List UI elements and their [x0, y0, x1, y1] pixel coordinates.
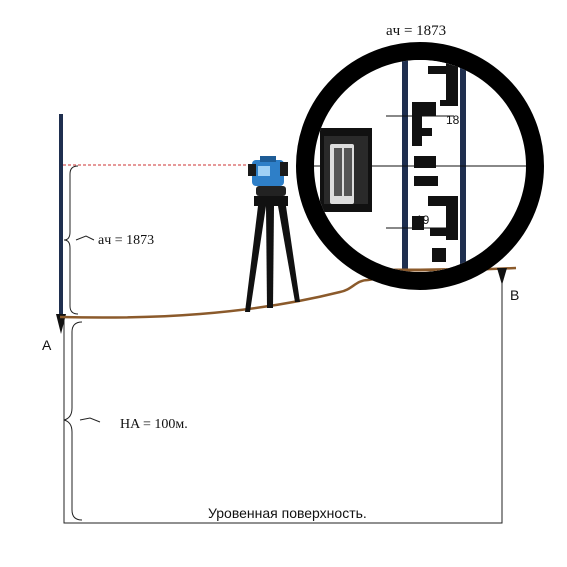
elevation-label: HA = 100м. — [120, 417, 188, 432]
level-surface-line — [63, 278, 503, 524]
tripod-icon — [245, 196, 300, 312]
point-b-label: B — [510, 287, 519, 303]
reading-top-label: aч = 1873 — [386, 23, 446, 39]
scale-label-19: 19 — [416, 213, 430, 227]
elevation-brace-pointer — [79, 417, 101, 423]
point-b-marker — [497, 268, 507, 285]
reading-left-label: aч = 1873 — [98, 233, 154, 248]
ground-profile — [59, 266, 517, 319]
staff-left-foot — [56, 314, 66, 334]
level-surface-label: Уровенная поверхность. — [208, 505, 367, 521]
point-a-label: A — [42, 337, 52, 353]
reading-brace-pointer — [75, 235, 95, 241]
leveling-instrument-icon — [248, 156, 288, 196]
staff-left — [59, 114, 63, 316]
telescope-view-icon — [296, 42, 544, 290]
elevation-brace — [63, 321, 83, 521]
scale-label-18: 18 — [446, 113, 460, 127]
reading-brace — [63, 165, 79, 315]
